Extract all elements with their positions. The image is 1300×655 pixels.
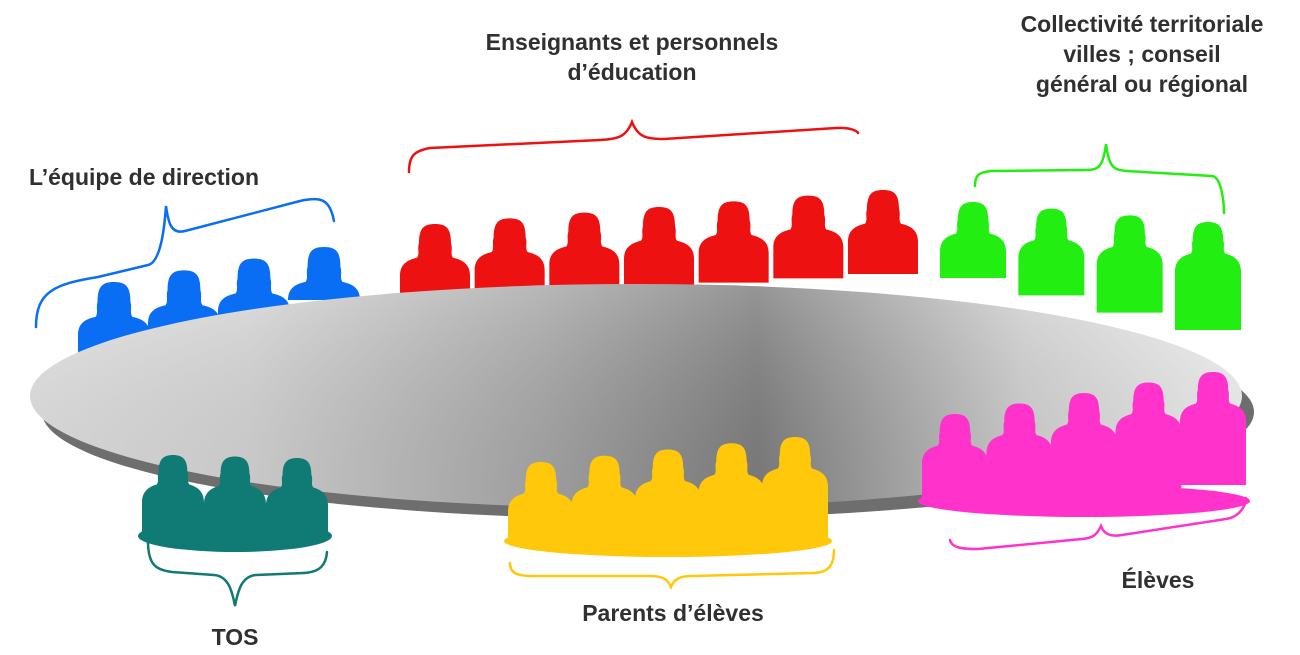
person-enseignants xyxy=(624,207,694,287)
person-collectivite xyxy=(1096,215,1163,313)
person-enseignants xyxy=(848,190,918,274)
brace-direction xyxy=(34,197,336,329)
label-enseignants: Enseignants et personnels d’éducation xyxy=(452,27,812,87)
person-parents xyxy=(635,449,701,543)
group-parents-people xyxy=(504,437,832,557)
label-collectivite-line-1: Collectivité territoriale xyxy=(1020,11,1264,37)
brace-parents xyxy=(508,548,836,591)
person-enseignants xyxy=(400,224,470,300)
brace-enseignants xyxy=(407,118,860,174)
brace-eleves xyxy=(948,496,1248,551)
group-tos-people xyxy=(138,455,332,552)
label-direction-line-1: L’équipe de direction xyxy=(28,164,260,190)
person-eleves xyxy=(1051,393,1117,495)
person-eleves xyxy=(922,414,988,505)
person-parents xyxy=(762,437,828,545)
brace-collectivite xyxy=(973,143,1226,215)
brace-tos xyxy=(146,539,329,607)
group-enseignants-people xyxy=(400,190,918,300)
label-enseignants-line-2: d’éducation xyxy=(567,59,697,85)
person-enseignants xyxy=(549,212,620,292)
label-direction: L’équipe de direction xyxy=(4,162,284,192)
person-parents xyxy=(508,462,574,540)
person-enseignants xyxy=(698,201,769,283)
group-base-tos xyxy=(138,520,332,552)
label-tos: TOS xyxy=(195,622,275,652)
person-collectivite xyxy=(1018,208,1085,296)
person-collectivite xyxy=(1175,222,1241,330)
label-parents-line-1: Parents d’élèves xyxy=(582,600,764,626)
group-eleves-people xyxy=(918,372,1250,517)
label-collectivite: Collectivité territoriale villes ; conse… xyxy=(992,9,1292,99)
label-collectivite-line-3: général ou régional xyxy=(1035,71,1249,97)
person-eleves xyxy=(1115,382,1182,490)
label-enseignants-line-1: Enseignants et personnels xyxy=(485,29,779,55)
person-enseignants xyxy=(474,218,545,296)
person-tos xyxy=(266,458,328,540)
person-collectivite xyxy=(940,202,1006,278)
person-enseignants xyxy=(773,195,844,279)
group-base-parents xyxy=(504,525,832,557)
label-eleves-line-1: Élèves xyxy=(1121,567,1195,593)
person-eleves xyxy=(986,403,1053,500)
group-collectivite-people xyxy=(940,202,1241,330)
person-parents xyxy=(698,443,765,544)
group-base-eleves xyxy=(918,485,1250,517)
person-parents xyxy=(571,455,638,542)
label-eleves: Élèves xyxy=(1098,565,1218,595)
person-tos xyxy=(204,456,266,538)
label-parents: Parents d’élèves xyxy=(558,598,788,628)
person-direction xyxy=(288,247,360,300)
person-eleves xyxy=(1180,372,1246,485)
label-collectivite-line-2: villes ; conseil xyxy=(1063,41,1221,67)
person-tos xyxy=(142,455,204,536)
label-tos-line-1: TOS xyxy=(211,624,259,650)
